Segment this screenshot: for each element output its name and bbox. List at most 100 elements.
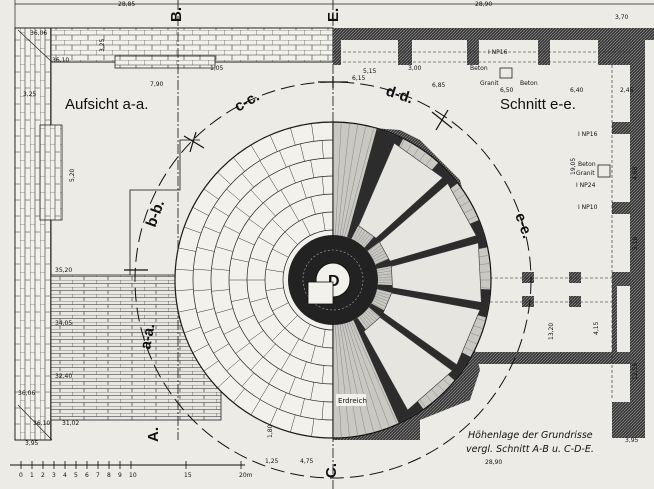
dim-bottom-right: 28,90 — [485, 459, 502, 466]
masonry-joint — [321, 176, 325, 195]
masonry-ring — [282, 229, 334, 331]
masonry-joint — [269, 134, 278, 152]
note-line-1: Höhenlage der Grundrisse — [468, 430, 593, 441]
masonry-joint — [196, 308, 215, 313]
radial-hatch — [344, 323, 375, 433]
dim-650: 6,50 — [500, 87, 514, 94]
dim-515: 5,15 — [363, 68, 377, 75]
west-wall-plan — [14, 27, 52, 441]
dim-180: 1,80 — [267, 424, 274, 438]
arc-label-ee: e-e. — [511, 211, 536, 241]
masonry-joint — [248, 330, 264, 342]
masonry-joint — [217, 171, 231, 185]
masonry-joint — [310, 160, 315, 178]
masonry-joint — [311, 418, 315, 437]
masonry-joint — [279, 392, 287, 410]
arc-markers — [124, 76, 453, 271]
masonry-joint — [203, 360, 219, 372]
scale-tick-label: 8 — [107, 472, 111, 479]
masonry-joint — [321, 365, 325, 384]
masonry-joint — [215, 246, 234, 252]
masonry-joint — [290, 414, 296, 433]
section-mark-e: E. — [325, 8, 342, 22]
vault-chamber — [382, 292, 481, 366]
dim-468: 4,68 — [632, 166, 639, 180]
dim-518: 5,18 — [632, 236, 639, 250]
dim-685: 6,85 — [432, 82, 446, 89]
masonry-joint — [272, 302, 289, 312]
label-np16-top: I NP16 — [488, 49, 508, 56]
dim-1320: 13,20 — [548, 323, 555, 340]
scale-tick-label: 6 — [85, 472, 89, 479]
masonry-joint — [322, 212, 326, 231]
scale-tick-label: 2 — [41, 472, 45, 479]
radial-hatch — [335, 122, 342, 236]
dim-245: 2,45 — [620, 87, 634, 94]
masonry-joint — [300, 398, 305, 417]
masonry-joint — [211, 289, 230, 292]
arc-label-bb: b-b. — [143, 198, 168, 230]
masonry-joint — [250, 189, 264, 204]
masonry-joint — [321, 140, 324, 159]
masonry-joint — [272, 248, 289, 258]
section-mark-b: B. — [168, 7, 185, 22]
scale-tick-label: 10 — [129, 472, 137, 479]
section-outline-bb — [129, 139, 200, 275]
radial-hatch — [337, 324, 350, 438]
masonry-joint — [310, 196, 316, 215]
arc-label-dd: d-d. — [384, 83, 415, 108]
masonry-joint — [289, 205, 300, 222]
masonry-joint — [250, 399, 261, 416]
masonry-joint — [215, 308, 234, 314]
masonry-joint — [248, 218, 264, 230]
label-beton-right: Beton — [578, 161, 596, 168]
masonry-joint — [268, 176, 279, 192]
dim-1905: 19,05 — [570, 158, 577, 175]
radial-hatch — [339, 324, 358, 437]
arc-label-aa: a-a. — [137, 322, 158, 350]
masonry-joint — [231, 258, 249, 263]
vault-chamber — [379, 182, 477, 262]
masonry-joint — [213, 343, 230, 354]
masonry-joint — [259, 383, 270, 400]
scale-tick-label: 5 — [74, 472, 78, 479]
masonry-joint — [258, 236, 275, 247]
masonry-joint — [288, 376, 296, 394]
masonry-joint — [231, 297, 249, 302]
masonry-joint — [269, 408, 278, 426]
label-np10: I NP10 — [578, 204, 598, 211]
corner-diagonal — [17, 29, 53, 63]
masonry-joint — [310, 345, 316, 364]
scale-tick-label: 15 — [184, 472, 192, 479]
masonry-joint — [263, 343, 276, 358]
masonry-joint — [233, 157, 245, 172]
masonry-joint — [284, 315, 298, 329]
section-mark-c: C. — [323, 463, 340, 478]
round-tower-plan: D — [174, 121, 492, 439]
dark-wedge — [368, 303, 471, 381]
masonry-joint — [223, 225, 241, 234]
dim-395-right: 3,95 — [625, 437, 639, 444]
masonry-joint — [322, 329, 326, 348]
masonry-joint — [272, 327, 286, 341]
masonry-joint — [217, 375, 231, 389]
dim-1255: 12,55 — [632, 363, 639, 380]
masonry-ring — [192, 139, 334, 421]
masonry-joint — [250, 144, 261, 161]
scale-tick-label: 4 — [63, 472, 67, 479]
vault-chamber — [391, 242, 482, 303]
masonry-joint — [235, 206, 251, 218]
masonry-joint — [203, 226, 221, 234]
masonry-joint — [235, 342, 251, 354]
masonry-joint — [311, 123, 315, 142]
label-np24: I NP24 — [576, 182, 596, 189]
vault-chamber — [363, 316, 453, 411]
masonry-joint — [259, 160, 270, 177]
label-beton-top2: Beton — [520, 80, 538, 87]
plan-title: Aufsicht a-a. — [65, 96, 148, 113]
radial-hatch — [348, 321, 390, 428]
masonry-ring — [174, 121, 334, 439]
radial-hatch — [351, 321, 398, 425]
